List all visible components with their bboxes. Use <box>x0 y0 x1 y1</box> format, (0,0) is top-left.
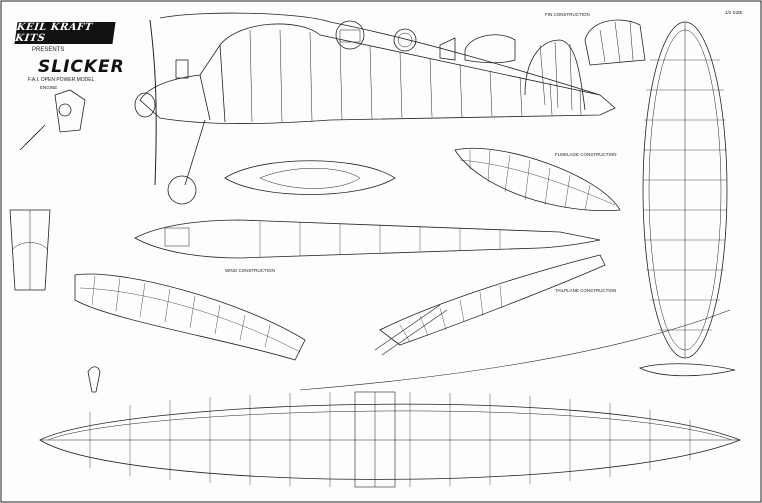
brand-logo-text: KEIL KRAFT KITS <box>14 22 94 44</box>
wing-panel-center <box>374 254 606 356</box>
engine-label: ENGINE <box>40 85 58 90</box>
engine-detail <box>19 89 86 151</box>
fin-construction <box>584 19 646 66</box>
fuselage-plan-view <box>134 219 601 259</box>
tailplane-construction-label: TAILPLANE CONSTRUCTION <box>555 288 617 293</box>
fuselage-side-view <box>134 12 616 205</box>
model-title: SLICKER <box>38 57 125 77</box>
wing-construction-label: WING CONSTRUCTION <box>225 268 275 273</box>
fuselage-top-view <box>224 160 396 195</box>
tailplane-plan <box>454 147 621 212</box>
wing-panel-left <box>74 273 306 361</box>
presents-label: PRESENTS <box>32 47 65 53</box>
wing-plan-bottom <box>39 391 742 488</box>
fin-construction-label: FIN CONSTRUCTION <box>545 12 590 17</box>
brand-logo: KEIL KRAFT KITS <box>14 22 116 44</box>
pylon-detail <box>9 209 51 291</box>
fuselage-construction-label: FUSELAGE CONSTRUCTION <box>555 152 617 157</box>
wing-plan-right <box>638 21 736 377</box>
scale-label: 1/2 SIZE <box>725 10 743 15</box>
model-subtitle: F.A.I. OPEN POWER MODEL <box>28 77 95 83</box>
former-sections <box>335 20 516 64</box>
